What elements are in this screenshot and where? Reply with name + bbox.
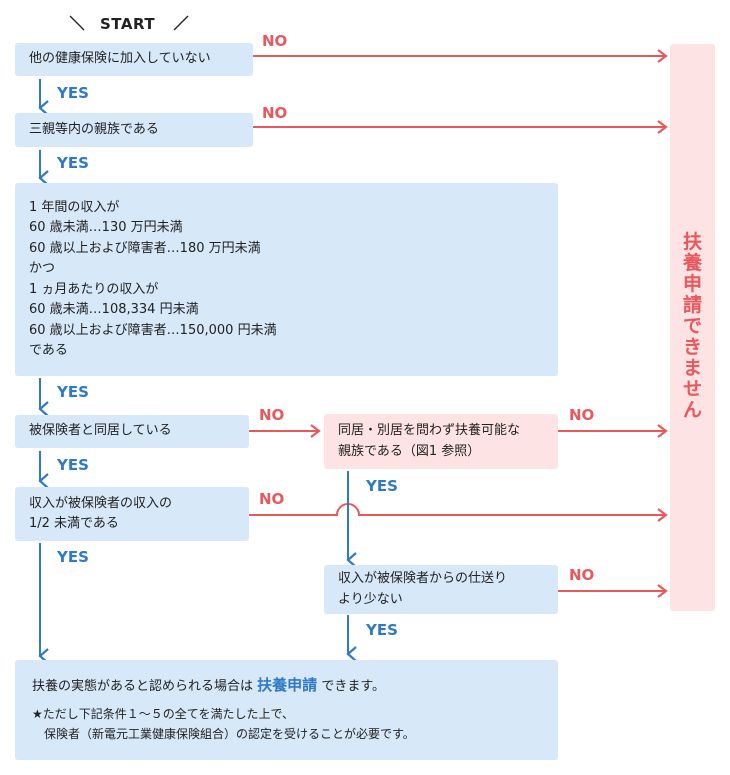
step-text-q3-line: 60 歳以上および障害者…180 万円未満 [29,240,261,256]
no-label: NO [259,406,285,424]
yes-label: YES [57,84,89,102]
step-box-q3: 1 年間の収入が 60 歳未満…130 万円未満 60 歳以上および障害者…18… [15,183,558,376]
yes-label: YES [57,548,89,566]
step-text-q1: 他の健康保険に加入していない [29,51,211,67]
yes-label: YES [57,456,89,474]
final-suffix: できます。 [321,679,386,695]
step-text-q4b-line: 同居・別居を問わず扶養可能な [338,423,521,438]
no-label: NO [262,32,288,50]
yes-label: YES [366,477,398,495]
result-column: 扶養申請できません [670,44,715,611]
result-column-char: せ [682,378,702,400]
no-arrow-q5 [249,503,668,522]
result-column-text: 扶養申請できません [670,232,715,421]
start-slash-left [69,15,85,31]
result-column-char: 扶 [682,231,702,253]
step-text-q3-line: かつ [29,261,56,276]
no-label: NO [262,104,288,122]
yes-label: YES [57,383,89,401]
no-label: NO [259,490,285,508]
step-text-q5-line: 収入が被保険者の収入の [29,495,173,511]
step-box-q1: 他の健康保険に加入していない [15,43,253,76]
start-slash-right [173,15,189,31]
step-text-q5-line: 1/2 未満である [29,516,119,531]
yes-label: YES [366,621,398,639]
step-text-q3-line: である [29,343,68,358]
step-box-q4b: 同居・別居を問わず扶養可能な 親族である（図1 参照） [324,414,558,469]
result-column-char: で [682,315,702,337]
final-box: 扶養の実態があると認められる場合は 扶養申請 できます。 ★ただし下記条件１～５… [15,660,558,760]
step-text-q3-line: 60 歳以上および障害者…150,000 円未満 [29,322,277,338]
step-text-q4b-line: 親族である（図1 参照） [338,443,481,459]
result-column-char: ま [682,357,702,379]
final-emphasis: 扶養申請 [257,676,318,695]
step-text-q3-line: 60 歳未満…130 万円未満 [29,220,183,235]
step-text-q3-line: 60 歳未満…108,334 円未満 [29,302,199,317]
no-label: NO [569,406,595,424]
step-text-q2: 三親等内の親族である [29,121,159,137]
result-column-char: ん [682,399,702,421]
no-label: NO [569,566,595,584]
final-note-line2: 保険者（新電元工業健康保険組合）の認定を受けることが必要です。 [44,727,415,742]
step-text-q6-line: 収入が被保険者からの仕送り [338,571,508,586]
start-label: START [100,15,156,33]
yes-label: YES [57,154,89,172]
result-column-char: き [682,336,702,358]
step-box-q5: 収入が被保険者の収入の 1/2 未満である [15,487,249,541]
step-box-q6: 収入が被保険者からの仕送り より少ない [324,565,558,614]
step-text-q6-line: より少ない [338,591,403,607]
step-box-q2: 三親等内の親族である [15,113,253,147]
result-column-char: 請 [682,294,702,316]
step-text-q4: 被保険者と同居している [29,423,172,439]
final-statement: 扶養の実態があると認められる場合は 扶養申請 できます。 [32,675,544,698]
result-column-char: 申 [682,273,702,295]
final-prefix: 扶養の実態があると認められる場合は [32,679,254,695]
result-column-char: 養 [682,252,702,274]
step-text-q3-line: 1 年間の収入が [29,199,120,215]
step-text-q3-line: 1 ヵ月あたりの収入が [29,281,159,297]
final-note-line1: ★ただし下記条件１～５の全てを満たした上で、 [32,706,295,721]
step-box-q4: 被保険者と同居している [15,415,249,448]
